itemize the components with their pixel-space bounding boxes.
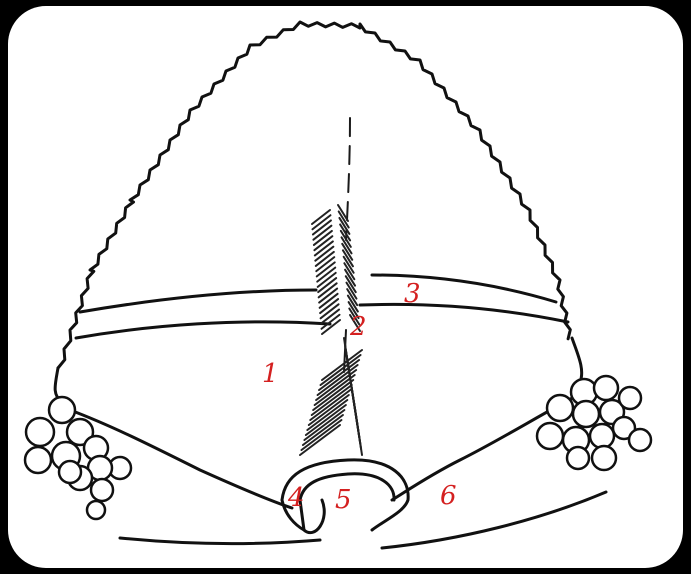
cell-circle [91,479,113,501]
cell-circle [49,397,75,423]
cell-circle [619,387,641,409]
cell-circle [573,401,599,427]
label-region-1: 1 [262,359,279,389]
cell-circle [594,376,618,400]
label-region-6: 6 [440,481,457,511]
cell-circle [25,447,51,473]
cell-circle [590,424,614,448]
cell-circle [547,395,573,421]
label-region-2: 2 [349,312,367,342]
cell-circle [537,423,563,449]
cell-circle [567,447,589,469]
cell-circle [26,418,54,446]
label-region-3: 3 [404,279,421,309]
cell-circle [629,429,651,451]
cell-circle [87,501,105,519]
label-region-5: 5 [335,485,352,515]
cell-circle [59,461,81,483]
label-region-4: 4 [287,483,305,513]
cell-circle [592,446,616,470]
